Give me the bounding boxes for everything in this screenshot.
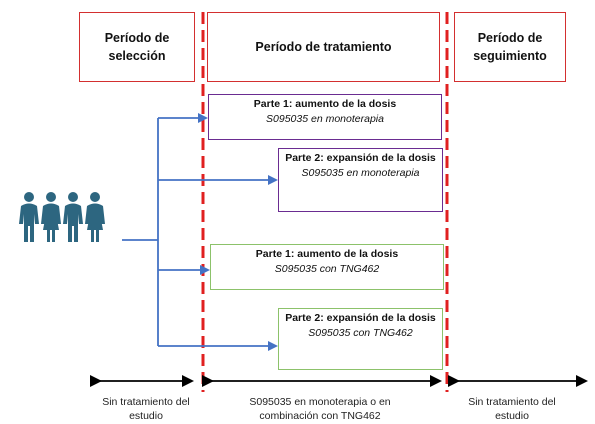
part2-monotherapy-box: Parte 2: expansión de la dosis S095035 e…: [278, 148, 443, 212]
treatment-period-title: Período de tratamiento: [255, 39, 392, 54]
followup-period-line1: Período de: [477, 30, 543, 45]
part2-combination-subtitle: S095035 con TNG462: [308, 326, 413, 339]
part2-combination-title: Parte 2: expansión de la dosis: [285, 312, 436, 324]
part2-monotherapy-subtitle: S095035 en monoterapia: [301, 166, 420, 179]
followup-period-box: Período de seguimiento: [454, 12, 566, 82]
part1-combination-box: Parte 1: aumento de la dosis S095035 con…: [210, 244, 444, 290]
selection-period-line2: selección: [108, 49, 166, 63]
treatment-duration-label: S095035 en monoterapia o en combinación …: [249, 396, 391, 422]
people-group-icon: [19, 192, 105, 242]
followup-duration-label: Sin tratamiento del estudio: [468, 396, 556, 422]
selection-duration-label: Sin tratamiento del estudio: [102, 396, 190, 422]
part1-combination-subtitle: S095035 con TNG462: [274, 262, 380, 275]
treatment-period-box: Período de tratamiento: [207, 12, 440, 82]
selection-period-line1: Período de: [104, 30, 170, 45]
part1-combination-title: Parte 1: aumento de la dosis: [255, 248, 399, 260]
part2-monotherapy-title: Parte 2: expansión de la dosis: [285, 152, 436, 164]
followup-period-line2: seguimiento: [473, 49, 547, 63]
part1-monotherapy-title: Parte 1: aumento de la dosis: [253, 98, 397, 110]
selection-period-box: Período de selección: [79, 12, 195, 82]
part1-monotherapy-subtitle: S095035 en monoterapia: [266, 112, 384, 125]
part1-monotherapy-box: Parte 1: aumento de la dosis S095035 en …: [208, 94, 442, 140]
part2-combination-box: Parte 2: expansión de la dosis S095035 c…: [278, 308, 443, 370]
